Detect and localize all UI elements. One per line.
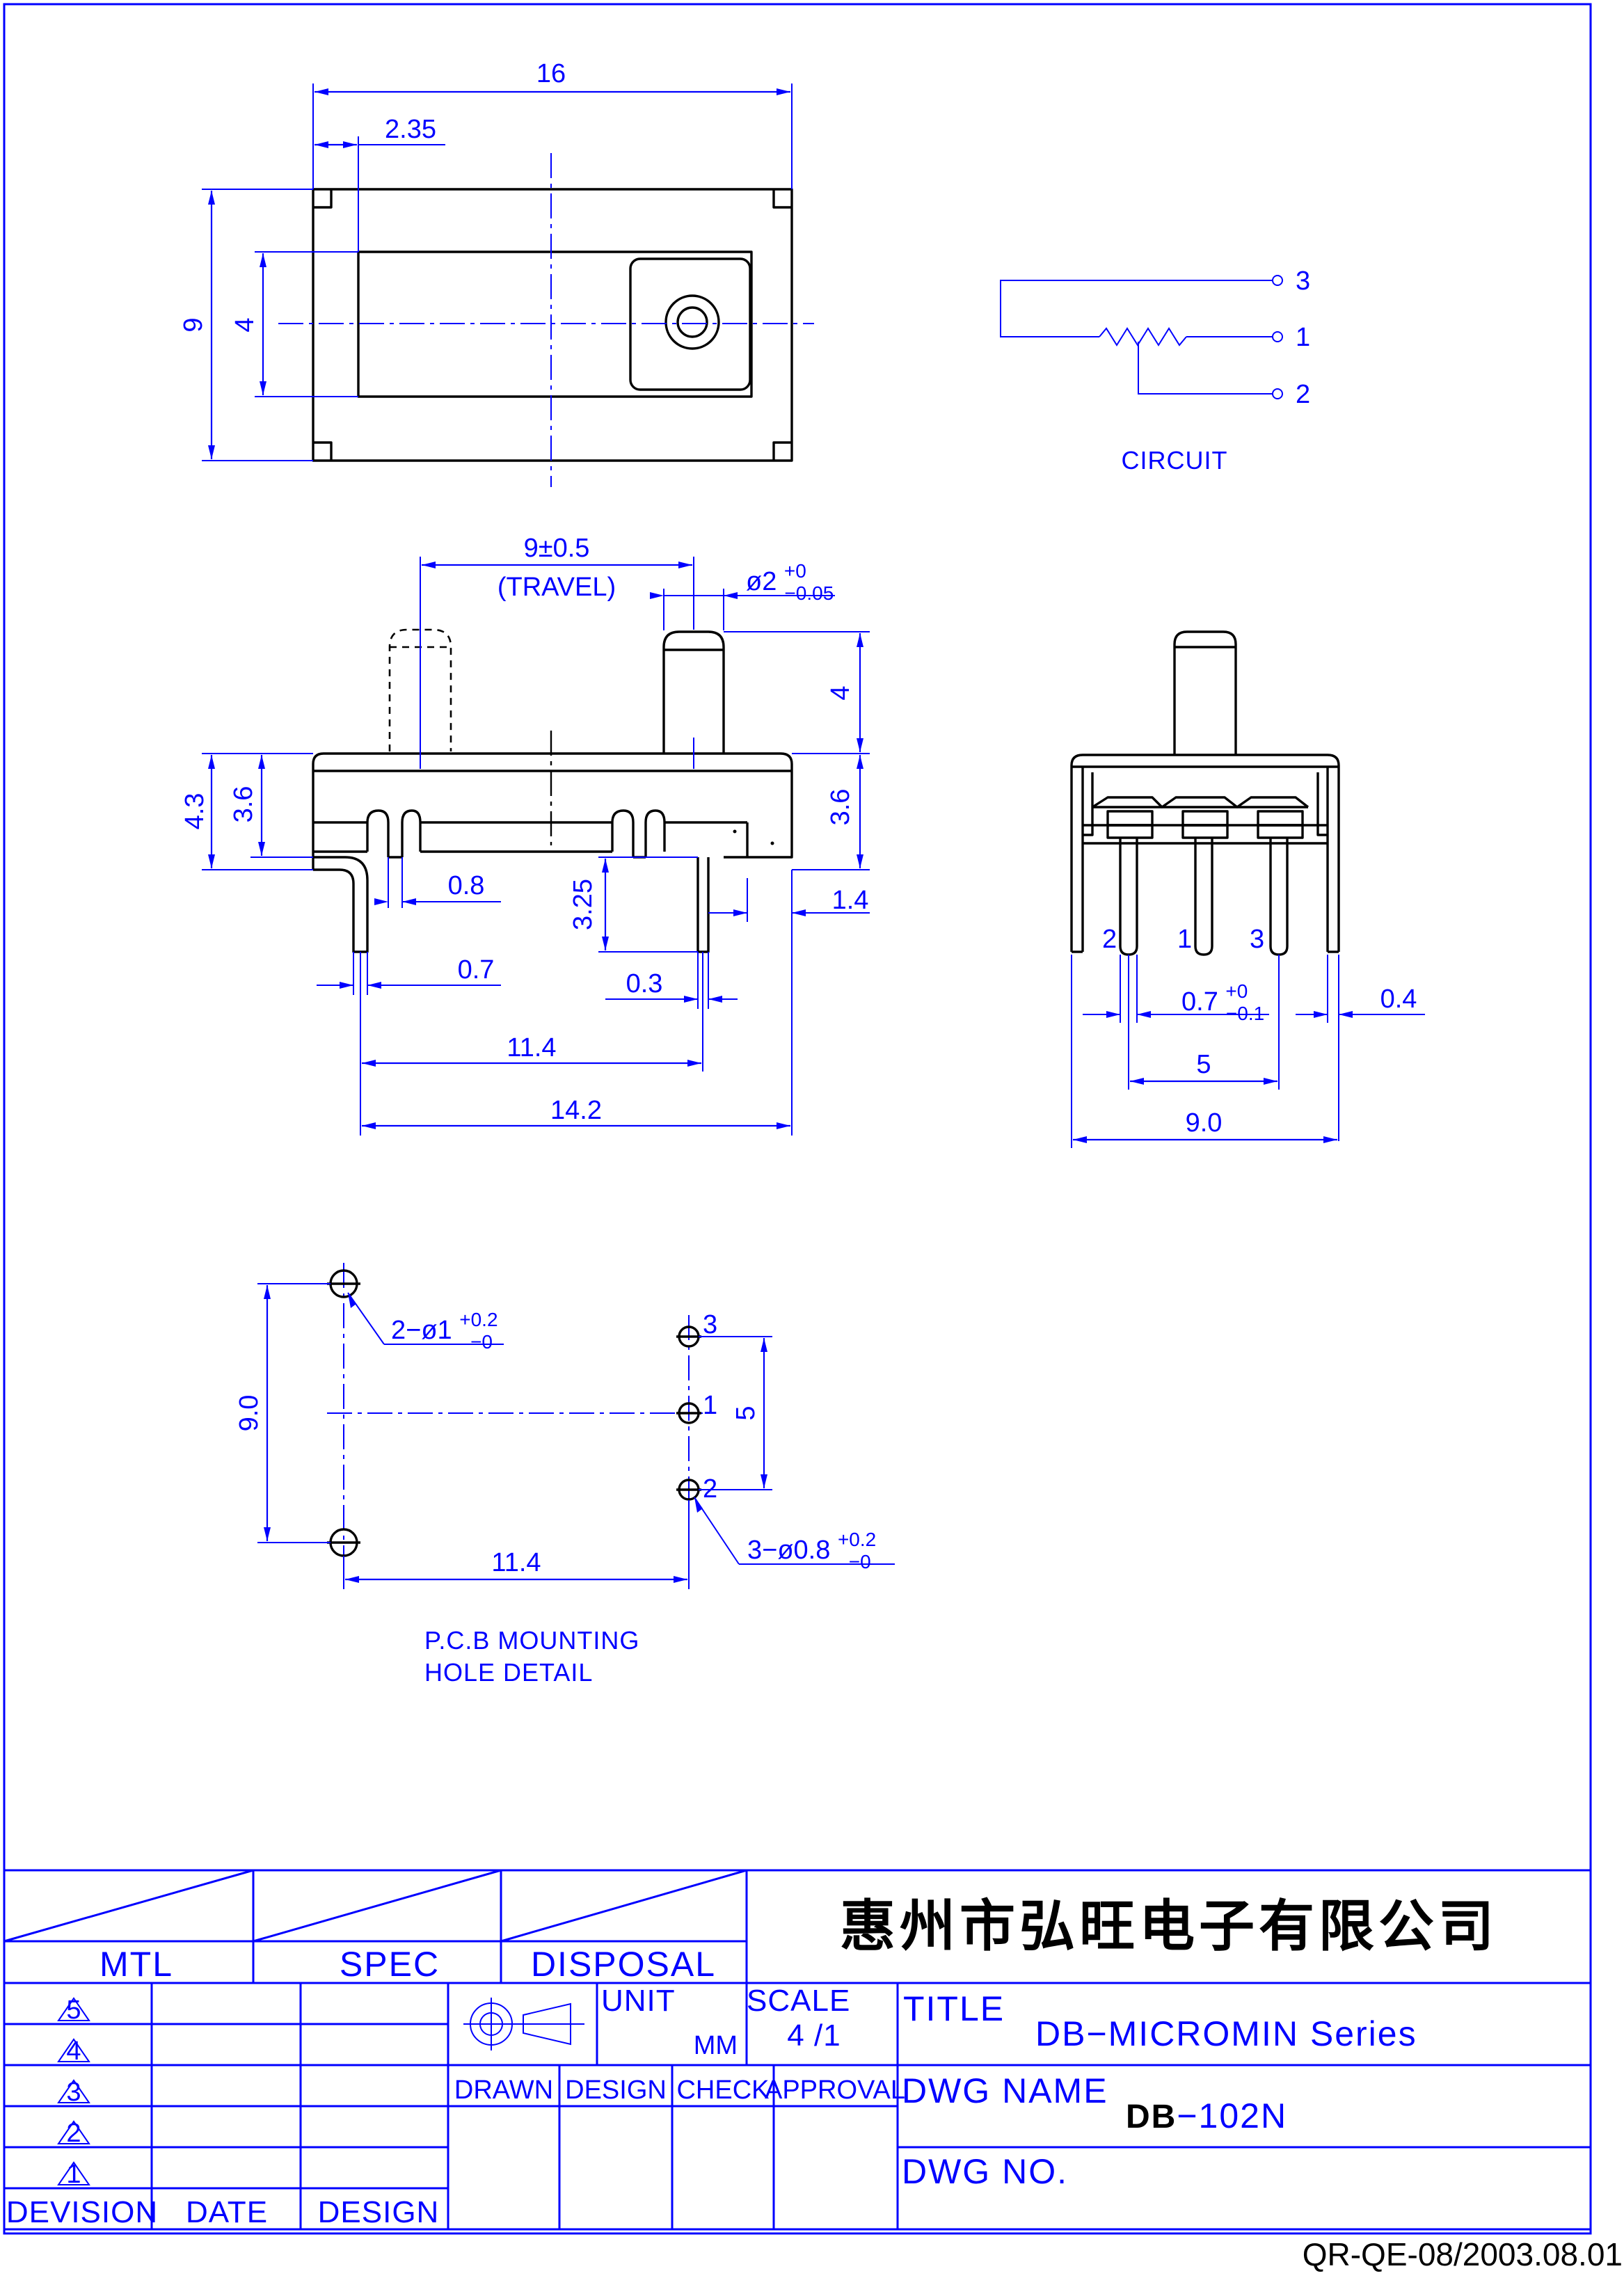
pcb-hole-label-1: 1 xyxy=(703,1391,717,1420)
top-view: 16 2.35 9 4 xyxy=(179,59,814,487)
rev-col-devision: DEVISION xyxy=(6,2195,158,2229)
header-mtl: MTL xyxy=(99,1945,173,1984)
dim-span-11-4: 11.4 xyxy=(507,1033,556,1062)
pcb-title-line-2: HOLE DETAIL xyxy=(424,1658,593,1687)
dim-pin-width-2: 0.7 xyxy=(458,955,495,985)
title-value: DB−MICROMIN Series xyxy=(1035,2014,1417,2053)
circuit-diagram: 3 1 2 CIRCUIT xyxy=(1000,266,1310,475)
unit-value: MM xyxy=(694,2031,738,2060)
dim-body-height-left: 3.6 xyxy=(229,786,258,823)
pcb-mount-hole-spec: 2−ø1 +0.2 −0 xyxy=(391,1303,505,1353)
dim-top-slot: 4 xyxy=(230,317,260,332)
sheet-border xyxy=(3,3,1592,2235)
dim-pcb-pitch: 5 xyxy=(731,1405,761,1420)
role-drawn: DRAWN xyxy=(454,2076,553,2105)
circuit-label: CIRCUIT xyxy=(1122,446,1228,475)
dim-end-width: 9.0 xyxy=(1186,1108,1223,1138)
dim-pcb-height: 9.0 xyxy=(234,1395,264,1432)
role-check: CHECK xyxy=(676,2076,769,2105)
header-disposal: DISPOSAL xyxy=(531,1945,716,1984)
footer-code: QR-QE-08/2003.08.01 xyxy=(1303,2236,1623,2272)
role-approval: APPROVAL xyxy=(765,2076,905,2105)
revision-1: 1 xyxy=(66,2160,81,2189)
end-pin-label-3: 3 xyxy=(1250,925,1264,954)
circuit-pin-1: 1 xyxy=(1296,323,1310,352)
dim-top-length: 16 xyxy=(536,59,566,88)
side-view: 9±0.5 (TRAVEL) ø2 +0 −0.05 4 3.6 4.3 3.6 xyxy=(180,534,870,1136)
dim-pin-gap: 1.4 xyxy=(832,886,869,915)
circuit-pin-3: 3 xyxy=(1296,266,1310,296)
dim-span-14-2: 14.2 xyxy=(550,1096,602,1125)
scale-label: SCALE xyxy=(747,1984,850,2018)
dim-travel-label: (TRAVEL) xyxy=(497,573,616,602)
dwg-no-label: DWG NO. xyxy=(902,2152,1068,2191)
unit-label: UNIT xyxy=(601,1984,676,2018)
dim-pcb-span: 11.4 xyxy=(491,1548,541,1577)
role-design: DESIGN xyxy=(565,2076,667,2105)
dim-pin-length: 3.25 xyxy=(568,879,598,930)
dim-pin-thickness: 0.3 xyxy=(626,969,663,998)
revision-3: 3 xyxy=(66,2078,81,2107)
pcb-title-line-1: P.C.B MOUNTING xyxy=(424,1626,639,1655)
dim-top-height: 9 xyxy=(179,317,208,332)
pcb-hole-detail: 3 1 2 2−ø1 +0.2 −0 3−ø0.8 +0.2 −0 9.0 5 xyxy=(234,1263,895,1687)
dim-end-pitch: 5 xyxy=(1196,1050,1211,1079)
dim-top-offset: 2.35 xyxy=(385,115,436,144)
header-spec: SPEC xyxy=(340,1945,440,1984)
dim-knob-diameter: ø2 +0 −0.05 xyxy=(746,555,834,604)
dim-end-pin-width: 0.7 +0 −0.1 xyxy=(1181,975,1264,1024)
title-block: MTL SPEC DISPOSAL 惠州市弘旺电子有限公司 5 4 3 2 1 … xyxy=(3,1869,1591,2231)
pcb-hole-label-3: 3 xyxy=(703,1310,717,1339)
revision-2: 2 xyxy=(66,2119,81,2148)
dwg-name-value: DB−102N xyxy=(1126,2096,1287,2135)
dim-knob-height: 4 xyxy=(826,685,855,700)
dim-end-tab: 0.4 xyxy=(1380,985,1417,1014)
scale-value: 4 /1 xyxy=(787,2018,841,2053)
company-name: 惠州市弘旺电子有限公司 xyxy=(840,1893,1498,1959)
dim-total-height: 4.3 xyxy=(180,793,209,830)
circuit-pin-2: 2 xyxy=(1296,380,1310,409)
dim-pin-width-1: 0.8 xyxy=(448,871,485,900)
pcb-pin-hole-spec: 3−ø0.8 +0.2 −0 xyxy=(747,1523,884,1572)
rev-col-date: DATE xyxy=(186,2195,268,2229)
end-pin-label-2: 2 xyxy=(1102,925,1117,954)
title-label: TITLE xyxy=(903,1989,1005,2028)
rev-col-design: DESIGN xyxy=(318,2195,440,2229)
revision-5: 5 xyxy=(66,1996,81,2025)
dim-body-height-right: 3.6 xyxy=(826,789,855,826)
end-view: 2 1 3 0.7 +0 −0.1 0.4 5 9.0 xyxy=(1070,630,1425,1148)
dim-travel: 9±0.5 xyxy=(524,534,590,563)
revision-4: 4 xyxy=(66,2037,81,2066)
end-pin-label-1: 1 xyxy=(1177,925,1192,954)
dwg-name-label: DWG NAME xyxy=(902,2071,1108,2110)
